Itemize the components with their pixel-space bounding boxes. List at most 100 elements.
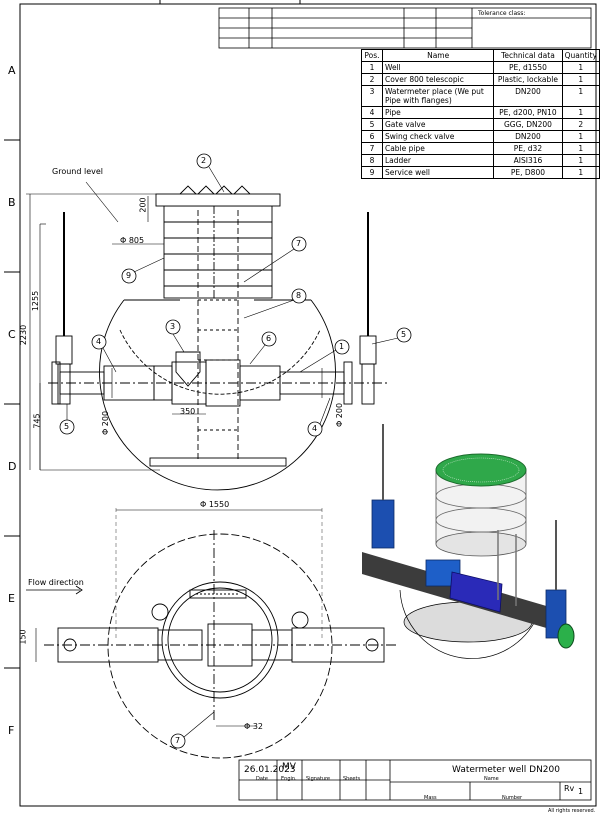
bom-qty: 1 (561, 85, 600, 107)
bom-qty: 1 (561, 73, 600, 86)
balloons (59, 153, 412, 749)
title-author-label: Engin. (281, 776, 297, 782)
bom-tech: PE, D800 (493, 166, 563, 179)
drawing-title: Watermeter well DN200 (452, 765, 560, 775)
title-signature-label: Signature (306, 776, 331, 782)
balloon-4-left: 4 (96, 337, 102, 346)
plan-view (26, 508, 396, 759)
balloon-7-top: 7 (296, 239, 302, 248)
title-name-label: Name (484, 776, 499, 782)
bom-qty: 1 (561, 130, 600, 143)
flow-direction-label: Flow direction (28, 578, 84, 587)
zone-b: B (8, 196, 16, 209)
gate-valve-left (371, 499, 395, 549)
dim-32: Φ 32 (244, 722, 264, 731)
bom-header-pos: Pos. (361, 49, 383, 62)
title-date-label: Date (256, 776, 268, 782)
bom-tech: PE, d200, PN10 (493, 106, 563, 119)
bom-name: Well (381, 61, 495, 74)
bom-tech: DN200 (493, 130, 563, 143)
bom-tech: PE, d1550 (493, 61, 563, 74)
well-body (99, 299, 336, 491)
bom-pos: 8 (361, 154, 383, 167)
ground-level-label: Ground level (52, 167, 103, 176)
tolerance-label: Tolerance class: (478, 10, 526, 17)
bom-tech: PE, d32 (493, 142, 563, 155)
bom-name: Gate valve (381, 118, 495, 131)
revision-grid (218, 7, 592, 49)
bom-qty: 2 (561, 118, 600, 131)
dim-805: Φ 805 (120, 236, 145, 245)
bom-pos: 9 (361, 166, 383, 179)
bom-tech: GGG, DN200 (493, 118, 563, 131)
bom-qty: 1 (561, 166, 600, 179)
bom-tech: DN200 (493, 85, 563, 107)
title-date: 26.01.2023 (244, 765, 296, 775)
title-mass-label: Mass (424, 795, 437, 801)
title-revision-label: Rv (564, 784, 575, 793)
isometric-view (362, 424, 575, 659)
balloon-5-right: 5 (401, 330, 407, 339)
sheet-border (19, 3, 597, 807)
section-view (48, 185, 390, 491)
plan-outer-dashed (107, 533, 333, 759)
grating (435, 453, 527, 487)
title-block-lines (238, 759, 592, 801)
zone-a: A (8, 64, 16, 77)
dim-350: 350 (180, 407, 196, 416)
section-dimensions (26, 181, 323, 471)
title-revision: 1 (578, 787, 584, 796)
dim-200-right: Φ 200 (335, 402, 345, 428)
dim-200-top: 200 (138, 197, 148, 213)
zone-e: E (8, 592, 15, 605)
bom-name: Cable pipe (381, 142, 495, 155)
bom-name: Service well (381, 166, 495, 179)
balloon-2: 2 (201, 156, 207, 165)
bom-pos: 3 (361, 85, 383, 107)
balloon-1: 1 (339, 342, 345, 351)
balloon-7-bottom: 7 (175, 736, 181, 745)
bom-pos: 4 (361, 106, 383, 119)
bom-pos: 2 (361, 73, 383, 86)
zone-d: D (8, 460, 17, 473)
dim-150: 150 (18, 629, 28, 645)
bom-name: Pipe (381, 106, 495, 119)
bom-qty: 1 (561, 154, 600, 167)
balloon-6: 6 (266, 334, 272, 343)
bom-qty: 1 (561, 106, 600, 119)
balloon-3: 3 (170, 322, 176, 331)
bom-tech: Plastic, lockable (493, 73, 563, 86)
bom-name: Watermeter place (We put Pipe with flang… (381, 85, 495, 107)
bom-pos: 5 (361, 118, 383, 131)
dim-2230: 2230 (19, 324, 29, 346)
bom-name: Cover 800 telescopic (381, 73, 495, 86)
bom-name: Swing check valve (381, 130, 495, 143)
bom-header-qty: Quantity (561, 49, 600, 62)
dim-1255: 1255 (31, 290, 41, 312)
dim-745: 745 (32, 413, 42, 429)
title-sheets-label: Sheets (343, 776, 361, 782)
bom-tech: AISI316 (493, 154, 563, 167)
zone-ticks (4, 0, 301, 669)
bom-qty: 1 (561, 142, 600, 155)
bom-pos: 7 (361, 142, 383, 155)
dim-200-left: Φ 200 (101, 410, 111, 436)
balloon-4-right: 4 (312, 424, 318, 433)
zone-c: C (8, 328, 16, 341)
dim-1550: Φ 1550 (200, 500, 230, 509)
rights-reserved: All rights reserved. (548, 808, 596, 814)
balloon-8: 8 (296, 291, 302, 300)
bom-header-tech: Technical data (493, 49, 563, 62)
bom-pos: 1 (361, 61, 383, 74)
title-number-label: Number (502, 795, 523, 801)
balloon-9: 9 (126, 271, 132, 280)
